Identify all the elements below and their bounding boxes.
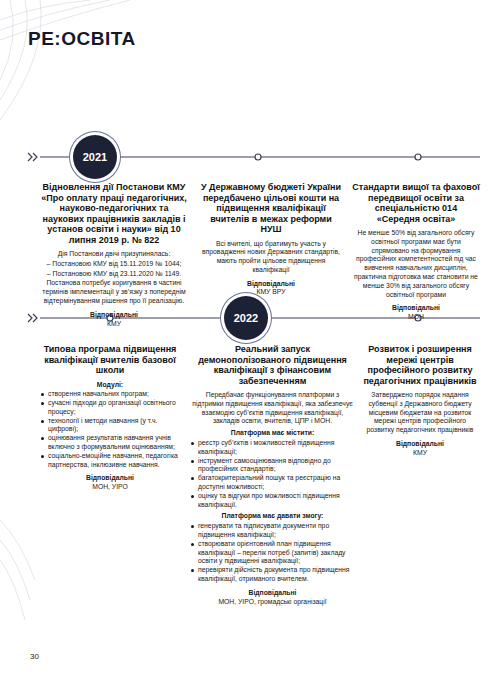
responsible-value: КМУ ВРУ (200, 288, 342, 297)
subheading: Платформа має містити: (190, 429, 355, 438)
text-column: Типова програма підвищення кваліфікації … (40, 344, 180, 492)
body-text: – Постановою КМУ від 23.11.2020 № 1149. (38, 270, 190, 279)
bullet-item: оцінювання результатів навчання учнів вк… (40, 434, 180, 452)
column-heading: У Державному бюджеті України передбачено… (200, 182, 342, 235)
text-column: Розвиток і розширення мережі центрів про… (360, 344, 480, 458)
body-text: – Постановою КМУ від 15.11.2019 № 1044; (38, 260, 190, 269)
responsible-label: Відповідальні (40, 474, 180, 483)
responsible-label: Відповідальні (360, 440, 480, 449)
bullet-item: сучасні підходи до організації освітньог… (40, 399, 180, 417)
text-column: У Державному бюджеті України передбачено… (200, 182, 342, 297)
bullet-item: оцінку та відгуки про можливості підвище… (190, 492, 355, 510)
responsible-label: Відповідальні (200, 280, 342, 289)
bullet-item: генерувати та підписувати документи про … (190, 522, 355, 540)
text-column: Відновлення дії Постанови КМУ «Про оплат… (38, 182, 190, 328)
text-column: Реальний запуск демонополізованого підви… (190, 344, 355, 606)
bullet-item: реєстр суб’єктів і можливостей підвищенн… (190, 439, 355, 457)
bullet-item: соціально-емоційне навчання, педагогіка … (40, 452, 180, 470)
year-circle: 2022 (224, 296, 268, 340)
responsible-value: МОН, УІРО (40, 483, 180, 492)
subheading: Платформа має давати змогу: (190, 512, 355, 521)
bullet-item: багатокритеріальний пошук та реєстрацію … (190, 474, 355, 492)
column-heading: Відновлення дії Постанови КМУ «Про оплат… (38, 182, 190, 245)
text-column: Стандарти вищої та фахової передвищої ос… (352, 182, 480, 322)
page-number: 30 (30, 652, 39, 661)
body-text: Дія Постанови двічі призупинялась: (38, 250, 190, 259)
responsible-value: МОН, УІРО, громадські організації (190, 598, 355, 607)
subheading: Модулі: (40, 381, 180, 390)
body-text: Постанова потребує коригування в частині… (38, 279, 190, 305)
column-heading: Розвиток і розширення мережі центрів про… (360, 344, 480, 386)
responsible-value: МОН (352, 313, 480, 322)
year-circle: 2021 (73, 135, 117, 179)
column-heading: Стандарти вищої та фахової передвищої ос… (352, 182, 480, 224)
column-heading: Типова програма підвищення кваліфікації … (40, 344, 180, 376)
page-title: РЕ:ОСВІТА (28, 28, 136, 50)
bullet-item: створення навчальних програм; (40, 390, 180, 399)
year-label: 2021 (83, 151, 107, 163)
bullet-item: інструмент самооцінювання відповідно до … (190, 457, 355, 475)
body-text: Передбачає функціонування платформи з пі… (190, 391, 355, 426)
responsible-value: КМУ (38, 320, 190, 329)
column-heading: Реальний запуск демонополізованого підви… (190, 344, 355, 386)
body-text: Всі вчителі, що братимуть участь у впров… (200, 240, 342, 275)
responsible-label: Відповідальні (38, 311, 190, 320)
bullet-item: перевіряти дійсність документа про підви… (190, 566, 355, 584)
responsible-label: Відповідальні (190, 589, 355, 598)
responsible-value: КМУ (360, 449, 480, 458)
body-text: Затверджено порядок надання субвенції з … (360, 391, 480, 435)
bullet-item: створювати орієнтовний план підвищення к… (190, 540, 355, 566)
body-text: Не менше 50% від загального обсягу освіт… (352, 229, 480, 299)
responsible-label: Відповідальні (352, 304, 480, 313)
bullet-item: технології і методи навчання (у т.ч. циф… (40, 417, 180, 435)
year-label: 2022 (234, 312, 258, 324)
